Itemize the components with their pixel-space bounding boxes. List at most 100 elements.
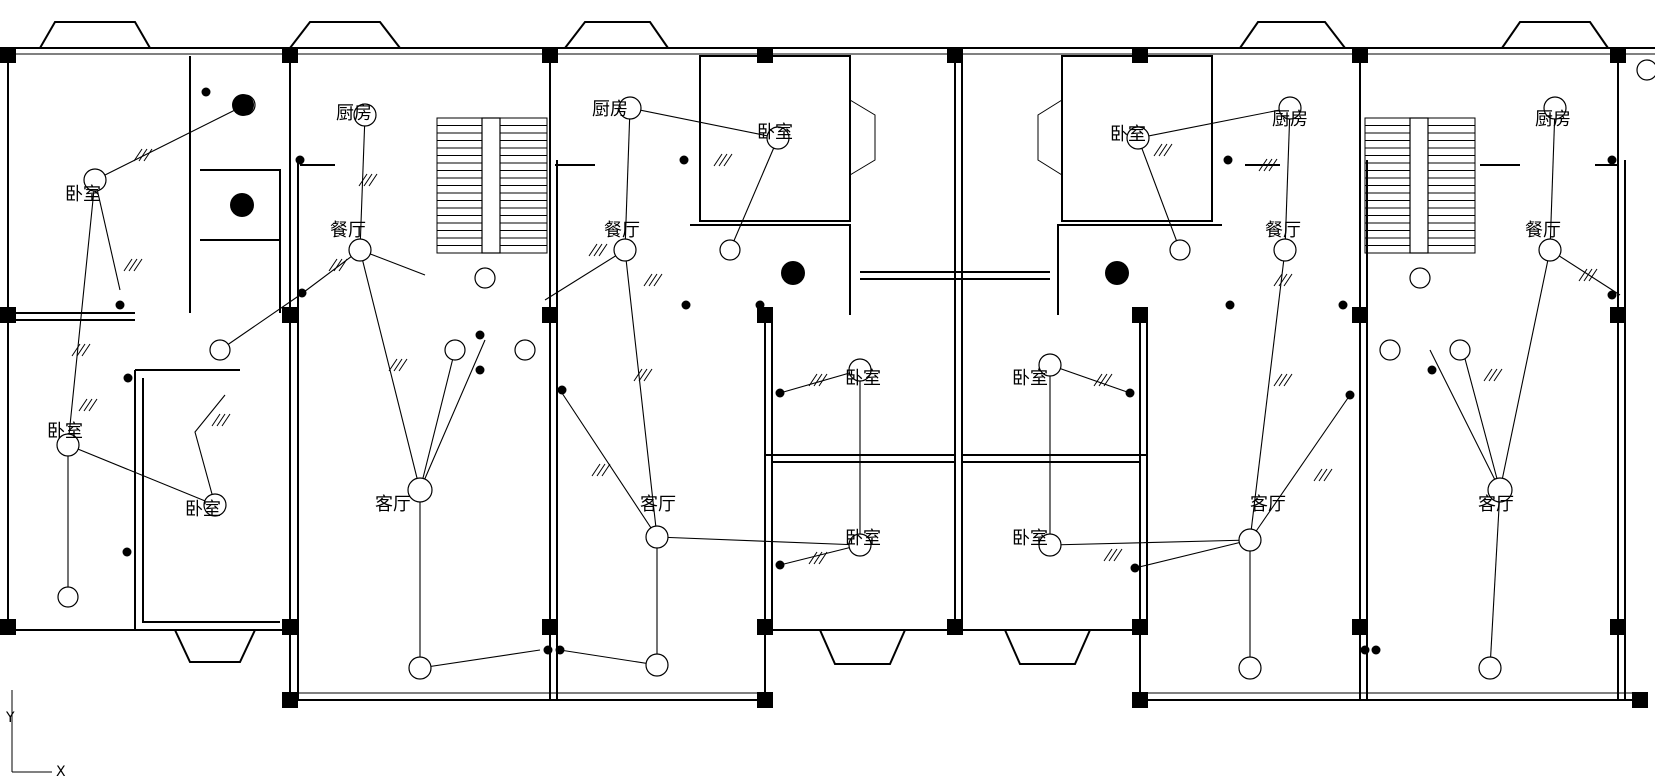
column bbox=[1352, 619, 1368, 635]
ceiling-light bbox=[1379, 339, 1401, 361]
column bbox=[1352, 47, 1368, 63]
wire-count-mark bbox=[813, 373, 823, 387]
wire-count-mark bbox=[1258, 158, 1268, 172]
wall-switch bbox=[295, 155, 305, 165]
wall-switch bbox=[1371, 645, 1381, 655]
wire-count-mark bbox=[1268, 158, 1278, 172]
wire-count-mark bbox=[818, 551, 828, 565]
column bbox=[1132, 619, 1148, 635]
column bbox=[1132, 47, 1148, 63]
room-label-bedroom: 卧室 bbox=[1012, 368, 1048, 389]
wire-count-mark bbox=[598, 243, 608, 257]
stair-rail bbox=[481, 117, 501, 254]
wiring bbox=[67, 104, 1621, 669]
room-label-kitchen: 厨房 bbox=[592, 99, 628, 120]
wire-count-mark bbox=[133, 258, 143, 272]
ucs-axis-icon: Y X bbox=[5, 690, 66, 780]
column bbox=[542, 619, 558, 635]
ceiling-light bbox=[474, 267, 496, 289]
room-label-bedroom: 卧室 bbox=[845, 368, 881, 389]
wire-count-mark bbox=[1113, 548, 1123, 562]
wire-count-mark bbox=[813, 551, 823, 565]
wall-switch bbox=[123, 373, 133, 383]
axis-x-label: X bbox=[56, 764, 66, 780]
wire-count-mark bbox=[1278, 273, 1288, 287]
wire-count-mark bbox=[723, 153, 733, 167]
wire-count-mark bbox=[128, 258, 138, 272]
wire-count-mark bbox=[88, 398, 98, 412]
wire-count-mark bbox=[1493, 368, 1503, 382]
column bbox=[282, 692, 298, 708]
column bbox=[947, 47, 963, 63]
ceiling-light bbox=[209, 339, 231, 361]
ceiling-light bbox=[1538, 238, 1562, 262]
wire-count-mark bbox=[83, 398, 93, 412]
column bbox=[1610, 619, 1626, 635]
wire-count-mark bbox=[601, 463, 611, 477]
ceiling-light bbox=[613, 238, 637, 262]
wire-count-mark bbox=[596, 463, 606, 477]
wire-count-mark bbox=[1283, 373, 1293, 387]
wire-count-mark bbox=[78, 398, 88, 412]
room-label-bedroom: 卧室 bbox=[757, 122, 793, 143]
ceiling-light bbox=[1038, 353, 1062, 377]
switches bbox=[115, 87, 1617, 655]
ceiling-light bbox=[57, 586, 79, 608]
room-label-dining: 餐厅 bbox=[604, 220, 640, 241]
wire-count-mark bbox=[1103, 548, 1113, 562]
wire-count-mark bbox=[328, 258, 338, 272]
wall-switch bbox=[755, 300, 765, 310]
column bbox=[0, 307, 16, 323]
fan-motor bbox=[232, 94, 254, 116]
column bbox=[947, 619, 963, 635]
wall-switch bbox=[557, 385, 567, 395]
wire-count-mark bbox=[1483, 368, 1493, 382]
wire-count-mark bbox=[398, 358, 408, 372]
wire-count-mark bbox=[338, 258, 348, 272]
wire-count-mark bbox=[591, 463, 601, 477]
wire-count-mark bbox=[1273, 373, 1283, 387]
wall-switch bbox=[1345, 390, 1355, 400]
wire-count-mark bbox=[1313, 468, 1323, 482]
wire-ticks bbox=[71, 143, 1598, 565]
room-label-living: 客厅 bbox=[375, 494, 411, 515]
ceiling-light bbox=[514, 339, 536, 361]
wire-count-mark bbox=[388, 358, 398, 372]
room-label-dining: 餐厅 bbox=[330, 220, 366, 241]
column bbox=[757, 619, 773, 635]
wire-count-mark bbox=[1273, 273, 1283, 287]
ceiling-light bbox=[348, 238, 372, 262]
ceiling-light bbox=[618, 96, 642, 120]
wire-count-mark bbox=[818, 373, 828, 387]
column bbox=[757, 692, 773, 708]
ceiling-light bbox=[719, 239, 741, 261]
wire-count-mark bbox=[333, 258, 343, 272]
room-labels: 厨房 餐厅 卧室 卧室 卧室 客厅 厨房 餐厅 卧室 客厅 卧室 卧室 卧室 卧… bbox=[47, 99, 1571, 549]
column bbox=[757, 307, 773, 323]
ceiling-light bbox=[766, 126, 790, 150]
room-label-living: 客厅 bbox=[1478, 494, 1514, 515]
wire-count-mark bbox=[1583, 268, 1593, 282]
wall-switch bbox=[555, 645, 565, 655]
column bbox=[1132, 692, 1148, 708]
ceiling-light bbox=[1409, 267, 1431, 289]
wall-switch bbox=[115, 300, 125, 310]
wall-switch bbox=[775, 388, 785, 398]
wall-switch bbox=[201, 87, 211, 97]
room-label-kitchen: 厨房 bbox=[1535, 109, 1571, 130]
wire-count-mark bbox=[1263, 158, 1273, 172]
column bbox=[0, 47, 16, 63]
ceiling-light bbox=[645, 653, 669, 677]
room-label-kitchen: 厨房 bbox=[1272, 109, 1308, 130]
ceiling-light bbox=[407, 477, 433, 503]
wire-count-mark bbox=[653, 273, 663, 287]
fan-motor bbox=[1105, 261, 1129, 285]
ceiling-light bbox=[1238, 656, 1262, 680]
column bbox=[0, 619, 16, 635]
ceiling-light bbox=[1278, 96, 1302, 120]
room-label-bedroom: 卧室 bbox=[47, 421, 83, 442]
wall-switch bbox=[1130, 563, 1140, 573]
wall-switch bbox=[1607, 290, 1617, 300]
room-label-bedroom: 卧室 bbox=[65, 184, 101, 205]
